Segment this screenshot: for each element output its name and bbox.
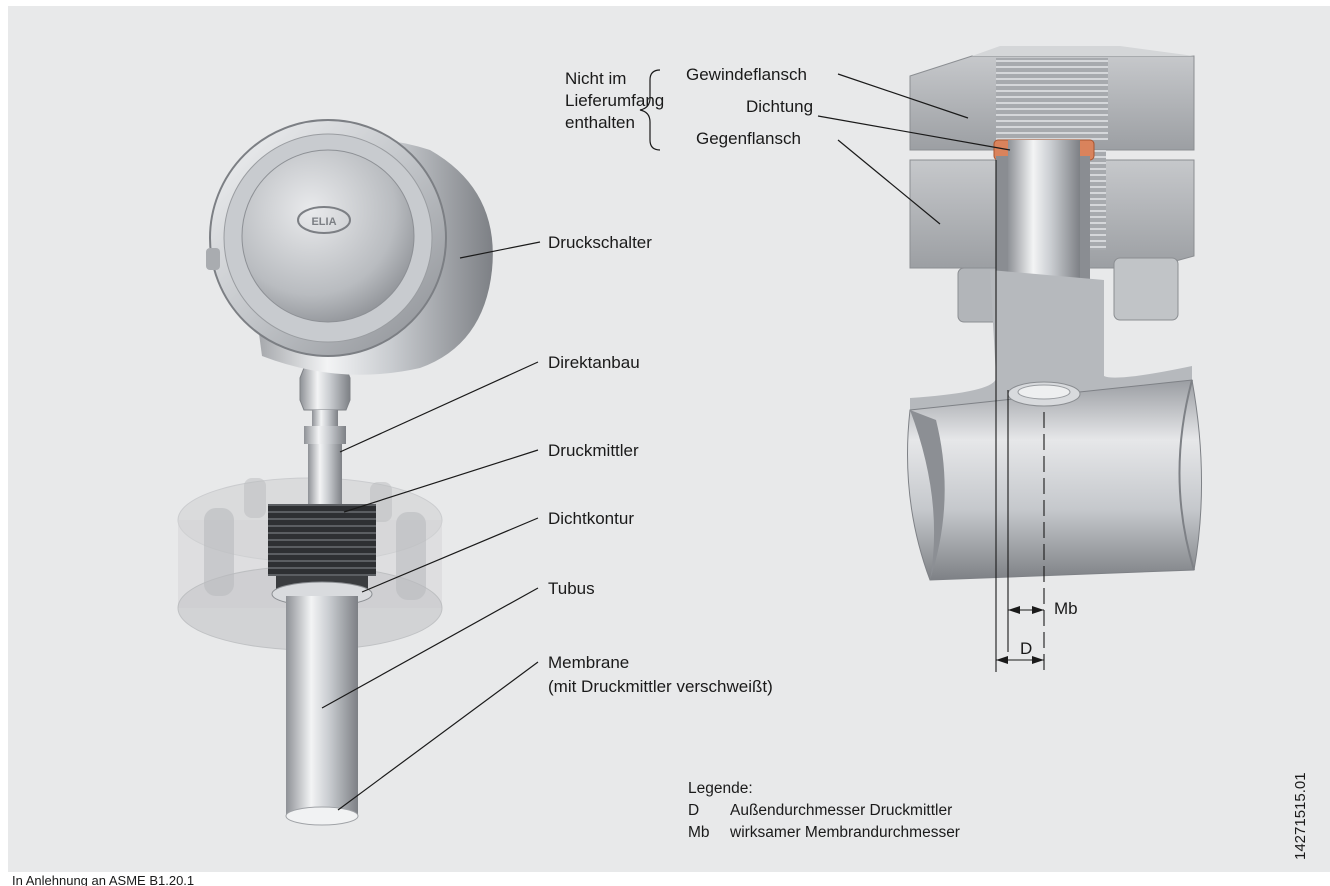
footer-note: In Anlehnung an ASME B1.20.1 (12, 873, 195, 886)
legend-title: Legende: (688, 780, 753, 797)
logo-text: ELIA (311, 216, 336, 228)
label-membrane-note: (mit Druckmittler verschweißt) (548, 677, 773, 696)
legend-text: Außendurchmesser Druckmittler (730, 802, 953, 819)
label-tubus: Tubus (548, 579, 595, 598)
document-id: 14271515.01 (1292, 772, 1309, 860)
legend-text: wirksamer Membrandurchmesser (730, 824, 960, 841)
label-dichtkontur: Dichtkontur (548, 509, 634, 528)
label-gegenflansch: Gegenflansch (696, 129, 801, 148)
dimension-label-mb: Mb (1054, 599, 1078, 618)
label-druckschalter: Druckschalter (548, 233, 652, 252)
bracket (639, 69, 661, 151)
label-dichtung: Dichtung (746, 97, 814, 116)
legend-key: Mb (688, 824, 710, 841)
label-direktanbau: Direktanbau (548, 353, 640, 372)
logo-icon (297, 206, 351, 234)
right-leader-lines (817, 73, 1011, 225)
pressure-switch-assembly: ELIA (177, 119, 493, 826)
note-line-2: Lieferumfang (565, 91, 665, 110)
label-membrane: Membrane (548, 653, 630, 672)
mounting-cross-section (907, 46, 1202, 581)
legend-item: Mb wirksamer Membrandurchmesser (688, 822, 960, 844)
note-not-included: Nicht im Lieferumfang enthalten (565, 68, 664, 134)
note-line-3: enthalten (565, 113, 635, 132)
legend-item: D Außendurchmesser Druckmittler (688, 800, 960, 822)
note-line-1: Nicht im (565, 69, 627, 88)
dimension-label-d: D (1020, 639, 1033, 658)
label-gewindeflansch: Gewindeflansch (686, 65, 807, 84)
left-leader-lines (321, 241, 541, 811)
label-druckmittler: Druckmittler (548, 441, 639, 460)
legend-key: D (688, 802, 700, 819)
